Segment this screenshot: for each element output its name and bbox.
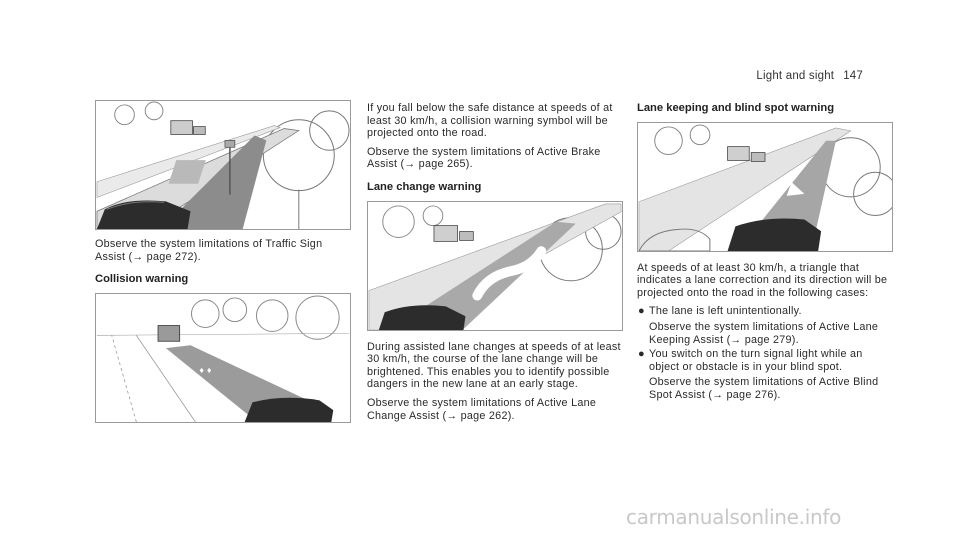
bullet-marker: ● — [638, 348, 645, 361]
lane-keeping-intro: At speeds of at least 30 km/h, a triangl… — [637, 261, 888, 299]
traffic-sign-drawing — [96, 101, 350, 229]
header-page-number: 147 — [843, 70, 863, 82]
collision-text-1: If you fall below the safe distance at s… — [367, 102, 613, 140]
traffic-sign-text: Observe the system limitations of Traffi… — [95, 238, 323, 263]
list-item: ● The lane is left unintentionally. Obse… — [637, 305, 893, 346]
lane-change-drawing — [368, 201, 622, 330]
lane-change-heading: Lane change warning — [367, 180, 482, 193]
header-section: Light and sight — [756, 70, 835, 82]
bullet-text: You switch on the turn signal light whil… — [649, 348, 863, 373]
column-3: Lane keeping and blind spot warning At s… — [637, 102, 893, 404]
watermark: carmanualsonline.info — [626, 505, 842, 529]
bullet-subtext: Observe the system limitations of Active… — [649, 320, 879, 346]
collision-warning-symbol: ♦ ♦ — [199, 365, 211, 375]
lane-keeping-bullet-list: ● The lane is left unintentionally. Obse… — [637, 305, 893, 401]
lane-change-text-1: During assisted lane changes at speeds o… — [367, 340, 621, 391]
collision-warning-illustration: ♦ ♦ — [95, 292, 351, 423]
column-1: Observe the system limitations of Traffi… — [95, 100, 351, 423]
collision-warning-drawing: ♦ ♦ — [96, 293, 350, 422]
lane-keeping-heading: Lane keeping and blind spot warning — [637, 102, 835, 114]
lane-keeping-drawing — [638, 122, 892, 251]
lane-keeping-illustration — [637, 121, 893, 252]
list-item: ● You switch on the turn signal light wh… — [637, 348, 893, 401]
lane-change-illustration — [367, 200, 623, 331]
bullet-text: The lane is left unintentionally. — [649, 305, 802, 318]
running-header: Light and sight 147 — [756, 70, 863, 82]
traffic-sign-illustration — [95, 100, 351, 230]
lane-change-text-2: Observe the system limitations of Active… — [367, 396, 597, 422]
collision-warning-heading: Collision warning — [95, 273, 189, 286]
column-2: If you fall below the safe distance at s… — [367, 102, 623, 428]
bullet-marker: ● — [638, 305, 645, 318]
bullet-subtext: Observe the system limitations of Active… — [649, 376, 879, 401]
collision-text-2: Observe the system limitations of Active… — [367, 145, 601, 171]
